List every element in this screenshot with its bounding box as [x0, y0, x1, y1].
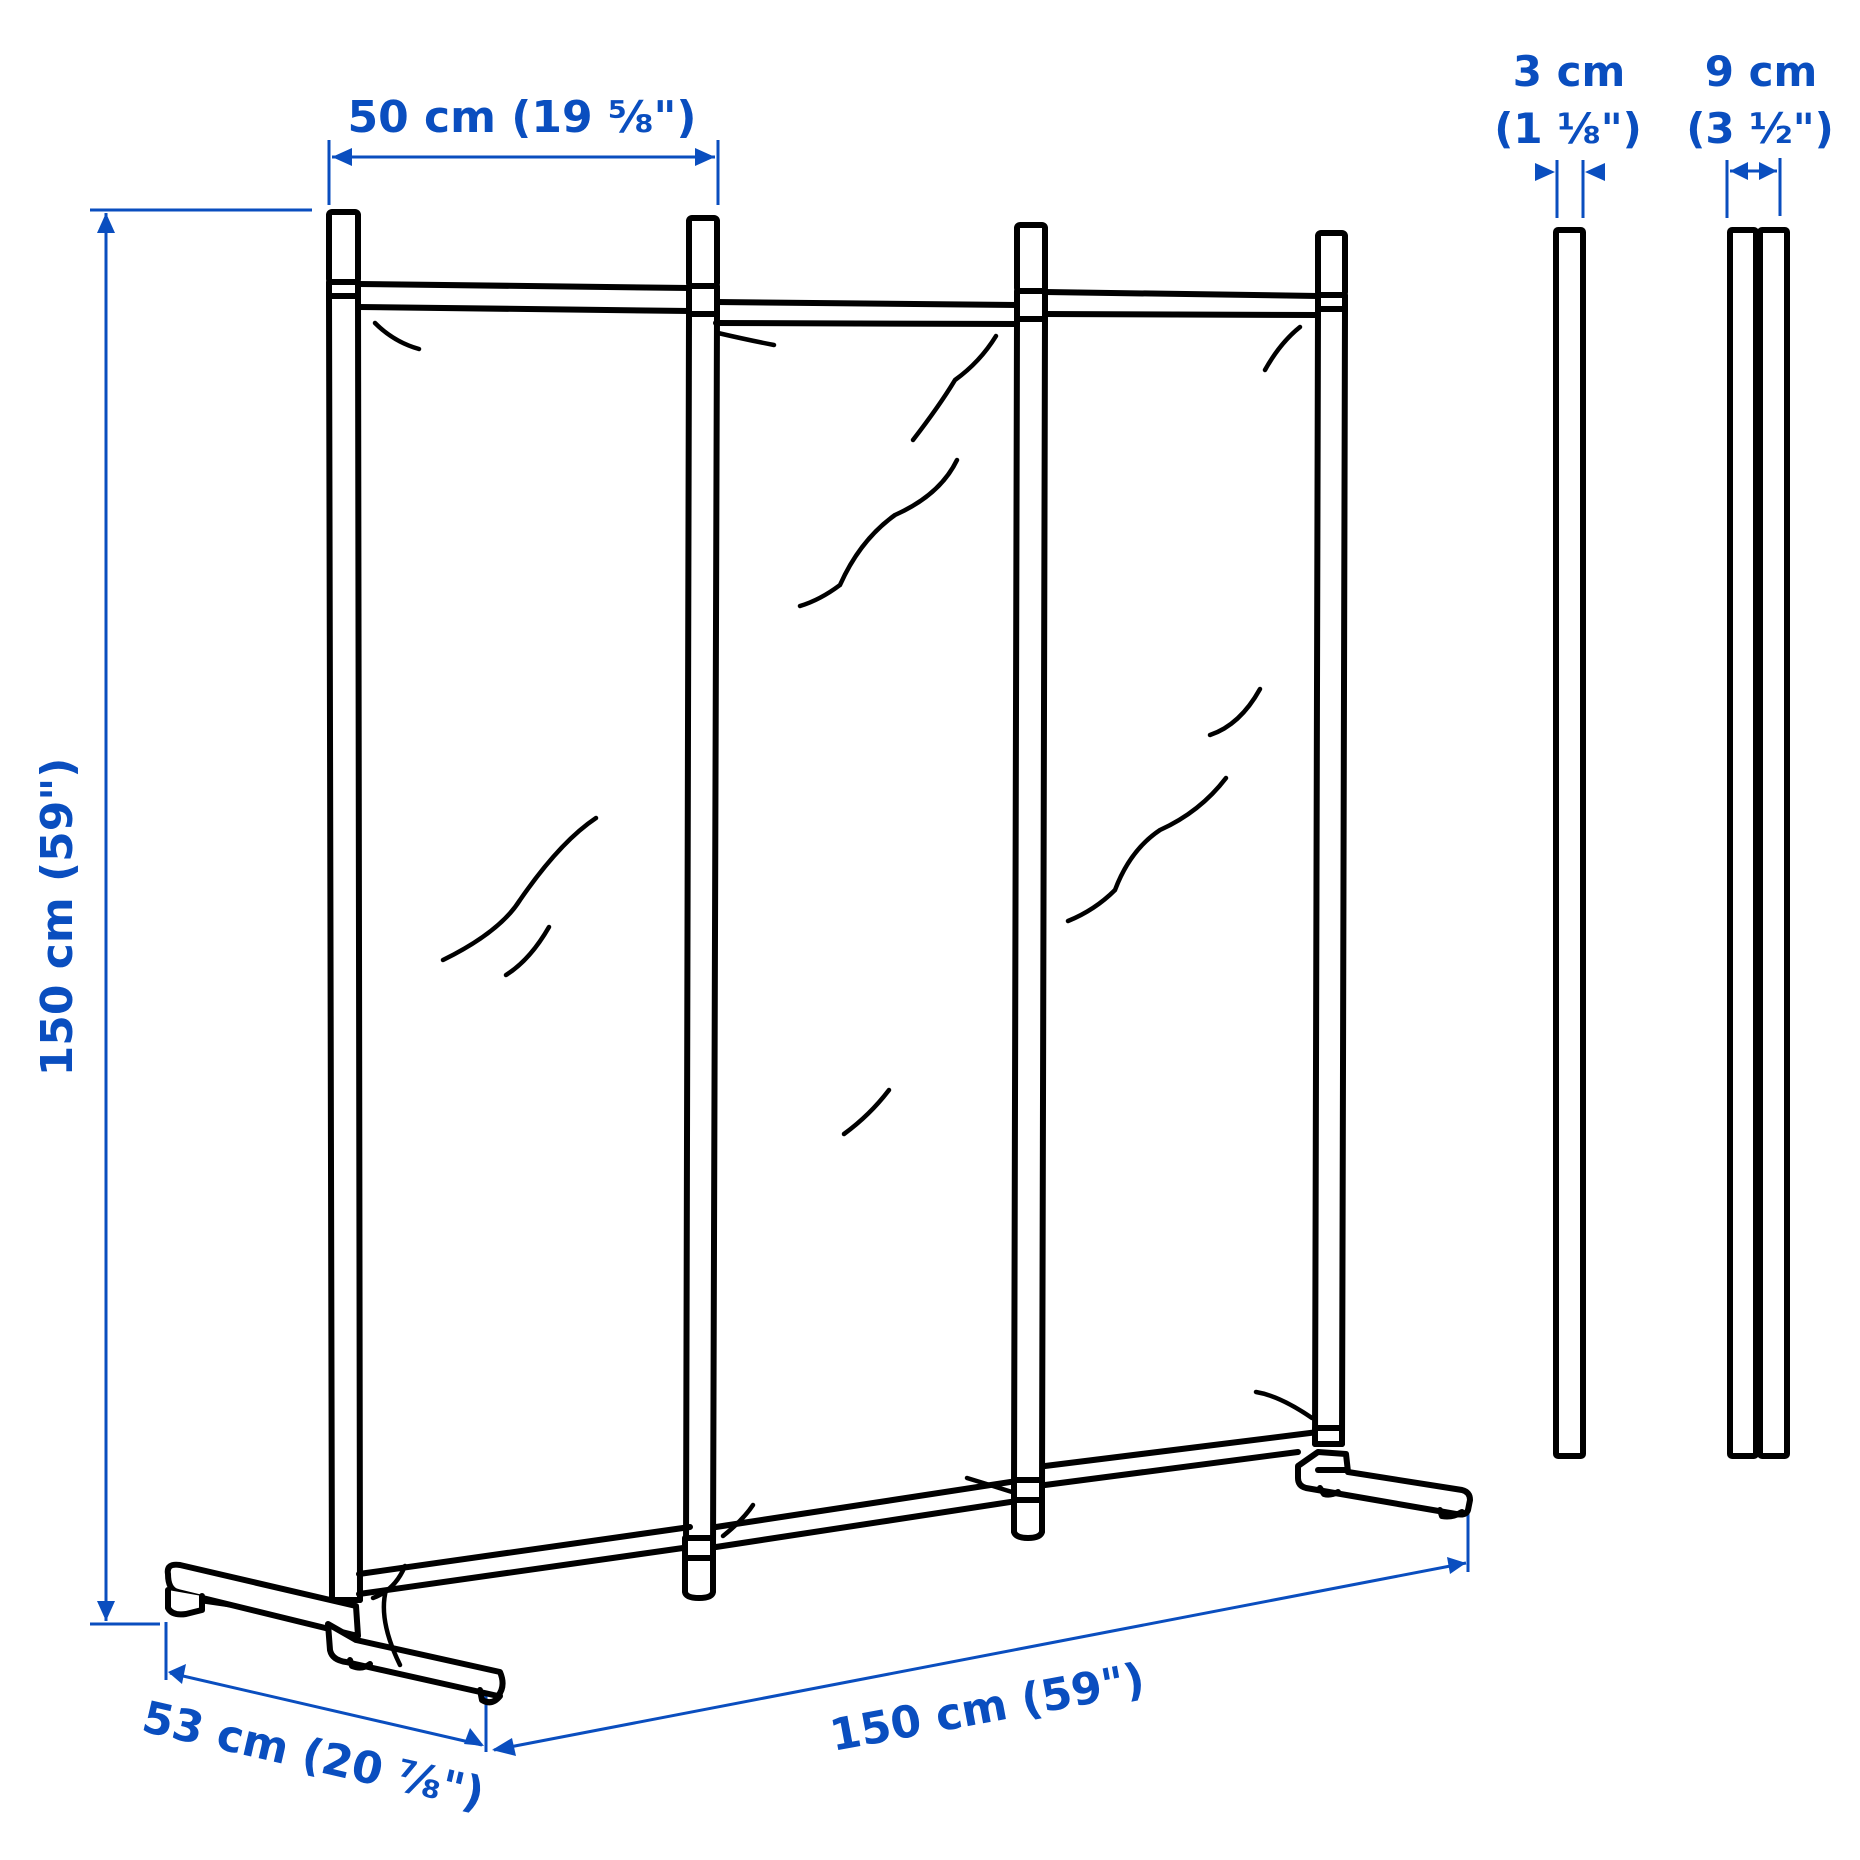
height-label: 150 cm (59"): [32, 758, 83, 1077]
bottom-rails: [356, 1429, 1321, 1597]
dim-folded-stack: 9 cm (3 ½"): [1686, 47, 1834, 218]
post-2: [682, 215, 720, 1601]
total-width-label: 150 cm (59"): [826, 1654, 1149, 1762]
right-foot: [1295, 1449, 1473, 1520]
folded-single-metric: 3 cm: [1513, 47, 1626, 96]
panel-width-label: 50 cm (19 ⅝"): [347, 92, 696, 143]
panel-1-reflections: [370, 320, 599, 1668]
dim-panel-width: 50 cm (19 ⅝"): [327, 92, 720, 205]
panel-2-reflections: [715, 330, 1015, 1539]
post-4: [1312, 230, 1348, 1447]
dim-total-width: 150 cm (59"): [492, 1510, 1470, 1762]
panel-3-reflections: [1065, 324, 1315, 1421]
folded-single-imperial: (1 ⅛"): [1494, 104, 1642, 153]
dim-depth: 53 cm (20 ⅞"): [137, 1622, 489, 1820]
folded-stack-metric: 9 cm: [1705, 47, 1818, 96]
folded-profile-stack: [1727, 227, 1790, 1459]
depth-label: 53 cm (20 ⅞"): [137, 1692, 489, 1820]
left-foot: [164, 1561, 506, 1706]
top-rails: [356, 281, 1321, 327]
folded-profile-single: [1553, 227, 1586, 1459]
post-1: [326, 209, 363, 1603]
dim-height: 150 cm (59"): [32, 208, 312, 1626]
room-divider-drawing: [164, 209, 1473, 1706]
folded-stack-imperial: (3 ½"): [1686, 104, 1834, 153]
post-3: [1011, 222, 1048, 1541]
dim-folded-single: 3 cm (1 ⅛"): [1494, 47, 1642, 218]
